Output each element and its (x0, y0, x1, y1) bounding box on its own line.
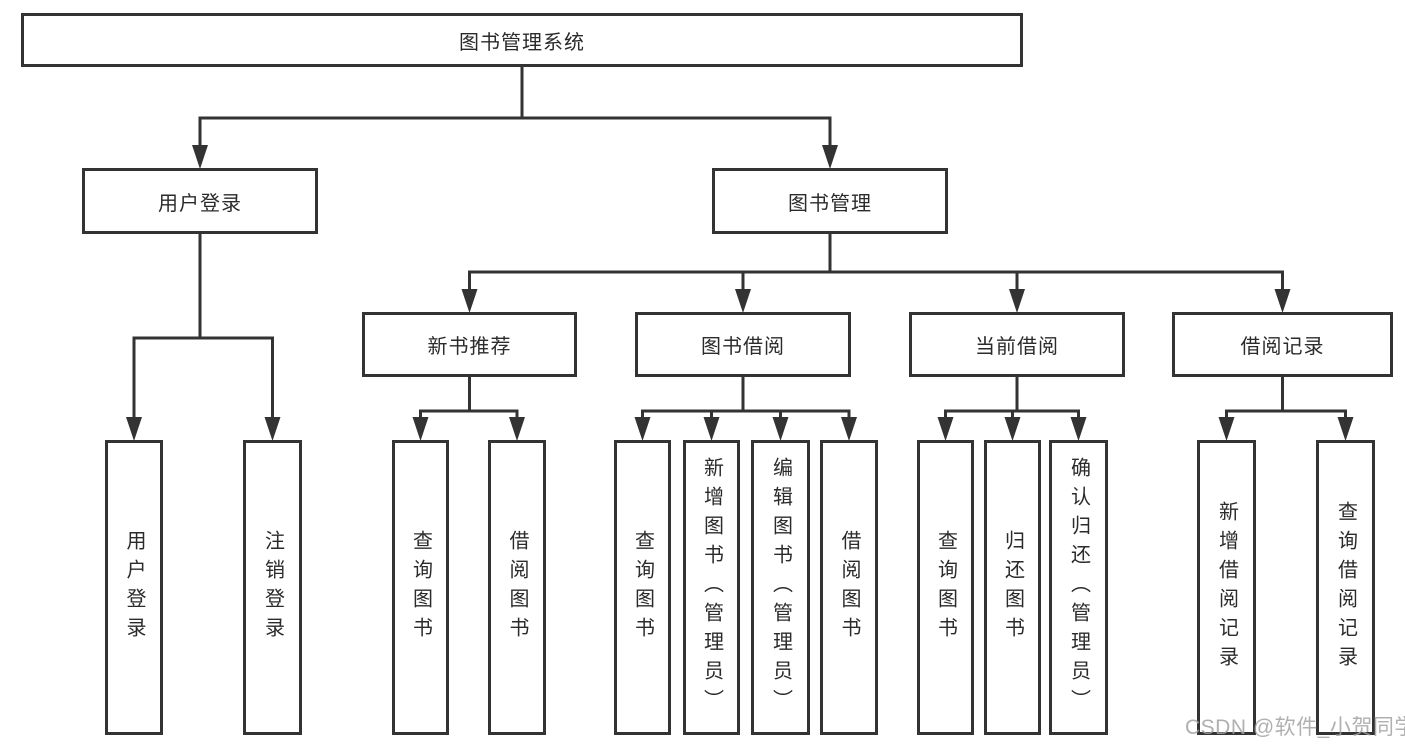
arrow-icon (772, 417, 789, 441)
node-label: 用户登录 (158, 192, 242, 215)
arrowheads (126, 145, 1354, 441)
arrow-icon (841, 417, 857, 441)
node-book-borrow: 图书借阅 (635, 312, 851, 377)
leaf-confirm-return-admin: 确认归还（管理员） (1049, 440, 1108, 735)
node-current-borrow: 当前借阅 (909, 312, 1125, 377)
arrow-icon (509, 417, 525, 441)
arrow-icon (634, 417, 651, 441)
node-label: 当前借阅 (975, 336, 1059, 358)
leaf-query-borrow-record: 查询借阅记录 (1316, 440, 1375, 735)
arrow-icon (937, 417, 954, 441)
node-label: 确认归还（管理员） (1067, 457, 1090, 718)
arrow-icon (1004, 417, 1021, 441)
node-label: 新书推荐 (427, 336, 512, 358)
arrow-icon (412, 417, 429, 441)
leaf-logout: 注销登录 (243, 440, 302, 735)
arrow-icon (1274, 289, 1291, 313)
node-book-management: 图书管理 (712, 168, 948, 234)
leaf-edit-books-admin: 编辑图书（管理员） (751, 440, 810, 735)
leaf-return-books: 归还图书 (984, 440, 1041, 735)
node-label: 借阅记录 (1240, 336, 1325, 358)
arrow-icon (264, 417, 281, 441)
leaf-query-books-recommend: 查询图书 (392, 440, 449, 735)
arrow-icon (1070, 417, 1087, 441)
node-label: 查询图书 (934, 529, 957, 646)
node-label: 查询图书 (631, 529, 654, 646)
connector-root-to-level2 (198, 67, 832, 150)
node-user-login: 用户登录 (82, 168, 318, 234)
arrow-icon (192, 145, 208, 169)
node-label: 借阅图书 (838, 529, 860, 646)
node-borrow-records: 借阅记录 (1172, 312, 1393, 377)
node-label: 查询借阅记录 (1334, 500, 1357, 675)
leaf-user-login: 用户登录 (105, 440, 163, 735)
arrow-icon (461, 289, 478, 313)
node-label: 用户登录 (123, 529, 145, 646)
leaf-query-books-current: 查询图书 (917, 440, 974, 735)
leaf-add-books-admin: 新增图书（管理员） (683, 440, 740, 735)
arrow-icon (1337, 417, 1354, 441)
node-label: 借阅图书 (506, 529, 528, 646)
watermark: CSDN @软件_小贺同学 (1185, 716, 1405, 739)
node-label: 图书借阅 (701, 336, 785, 358)
leaf-add-borrow-record: 新增借阅记录 (1197, 440, 1256, 735)
leaf-query-books-borrow: 查询图书 (614, 440, 671, 735)
arrow-icon (735, 289, 751, 313)
node-label: 注销登录 (261, 529, 284, 646)
connector-currentborrow-split (944, 377, 1080, 420)
node-label: 图书管理系统 (459, 31, 585, 54)
leaf-borrow-books-recommend: 借阅图书 (488, 440, 546, 735)
connector-bookborrow-split (641, 377, 851, 420)
arrow-icon (703, 417, 720, 441)
node-root-system: 图书管理系统 (21, 13, 1023, 67)
node-new-book-recommend: 新书推荐 (362, 312, 577, 377)
node-label: 编辑图书（管理员） (769, 457, 792, 718)
arrow-icon (822, 145, 838, 169)
connector-userlogin-split (132, 234, 274, 420)
node-label: 新增图书（管理员） (700, 457, 723, 718)
leaf-borrow-books: 借阅图书 (820, 440, 878, 735)
node-label: 新增借阅记录 (1215, 500, 1238, 675)
arrow-icon (1218, 417, 1235, 441)
node-label: 归还图书 (1001, 529, 1024, 646)
arrow-icon (1009, 289, 1025, 313)
node-label: 查询图书 (409, 529, 432, 646)
connector-newbook-split (419, 377, 519, 420)
connector-bookmgmt-to-level3 (468, 233, 1284, 292)
node-label: 图书管理 (788, 192, 872, 215)
connector-records-split (1225, 377, 1347, 420)
arrow-icon (126, 417, 142, 441)
